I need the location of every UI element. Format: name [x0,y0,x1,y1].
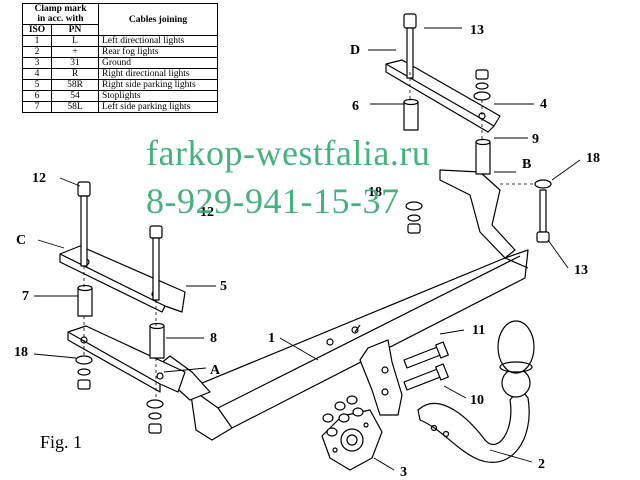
label-18-center: 18 [368,185,382,200]
label-13-top: 13 [470,23,484,38]
label-8: 8 [210,331,217,346]
mount-plate [359,339,403,416]
clamp-table: Clamp mark in acc. with Cables joining I… [22,3,218,113]
label-1: 1 [268,331,275,346]
spacer-7 [77,284,93,317]
label-5: 5 [220,279,227,294]
label-9: 9 [532,132,539,147]
label-A: A [210,363,221,378]
label-D: D [350,43,360,58]
spacer-8 [149,322,165,359]
label-3: 3 [400,465,407,480]
leader-lines [33,27,581,471]
label-C: C [16,233,26,248]
header-line2: in acc. with [37,14,84,24]
bolt-13-right [534,179,552,243]
figure-label: Fig. 1 [40,432,83,452]
label-18-right: 18 [586,151,600,166]
label-11: 11 [472,323,485,338]
label-B: B [522,157,531,172]
spacer-9 [475,138,491,175]
label-10: 10 [470,393,484,408]
table-header-cables: Cables joining [98,3,218,36]
nuts-top-right [473,69,491,101]
washers-left [75,355,164,434]
label-7: 7 [22,289,29,304]
label-6: 6 [352,99,359,114]
label-2: 2 [538,457,545,472]
lower-plate-A [67,325,186,393]
bolts-10-11 [403,341,449,391]
bolt-13-top [403,13,417,79]
label-12-mid: 12 [200,205,214,220]
crossbar-fasteners [322,395,364,437]
label-12-left: 12 [32,171,46,186]
label-4: 4 [540,97,547,112]
header-line1: Clamp mark [34,4,87,14]
cell-desc: Left side parking lights [98,101,218,113]
spacer-6 [403,98,419,131]
ball-mount-part [417,320,535,463]
label-13-right: 13 [574,263,588,278]
watermark-url: farkop-westfalia.ru [146,133,431,173]
watermark-phone: 8-929-941-15-37 [146,181,400,221]
label-18-left: 18 [14,345,28,360]
cell-iso: 7 [22,101,52,113]
washers-center [405,201,423,234]
assembly-axes [83,72,535,400]
